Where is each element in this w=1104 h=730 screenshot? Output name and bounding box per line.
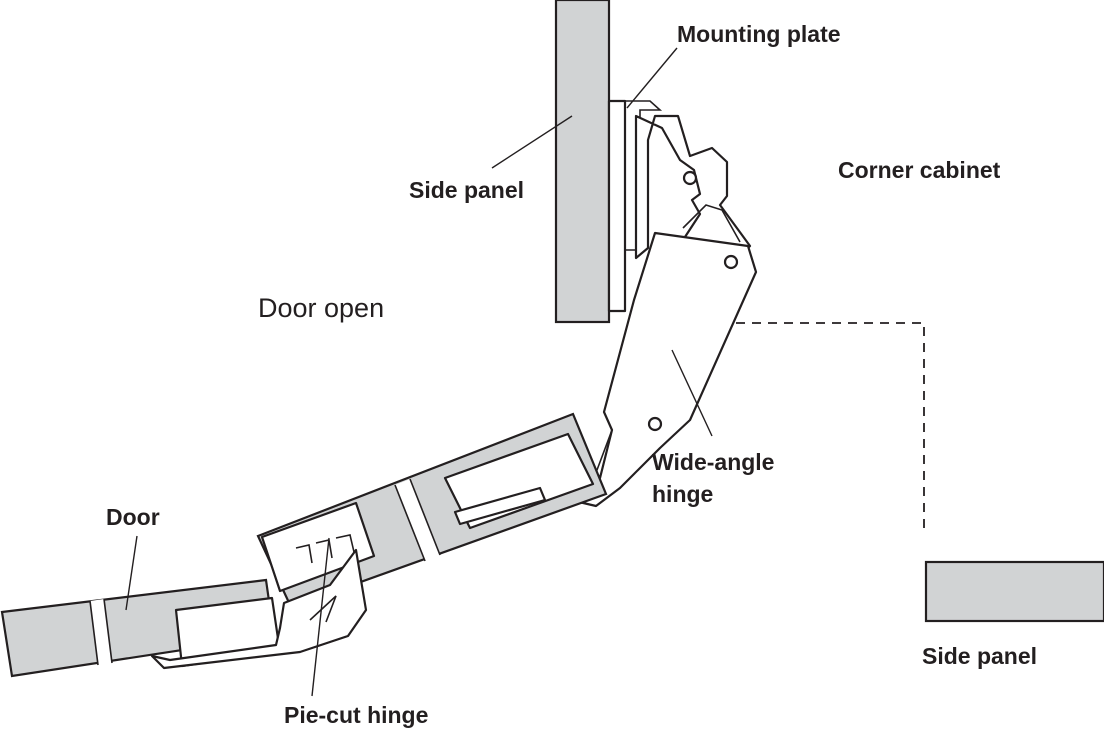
hinge-arm — [634, 114, 752, 260]
wide-angle-hinge — [543, 231, 758, 508]
label-side-panel-bottom: Side panel — [922, 643, 1037, 669]
pie-cut-hinge — [150, 548, 368, 670]
label-mounting-plate: Mounting plate — [677, 21, 841, 47]
label-door: Door — [106, 504, 160, 530]
leader-wide-angle-hinge — [671, 349, 713, 437]
hinge-rivet-upper — [723, 254, 739, 270]
label-corner-cabinet: Corner cabinet — [838, 157, 1001, 183]
leader-door — [125, 535, 138, 611]
label-wide-angle-hinge-2: hinge — [652, 481, 713, 507]
corner-cabinet-outline — [640, 322, 925, 530]
label-side-panel-top: Side panel — [409, 177, 524, 203]
pie-cut-hinge-detail — [309, 595, 337, 623]
door-segment-middle — [256, 412, 608, 609]
hinge-rivet-lower — [647, 416, 663, 432]
door-segment-left — [0, 578, 282, 678]
leader-pie-cut-hinge — [311, 537, 330, 697]
leader-mounting-plate — [626, 47, 678, 109]
arm-rivet — [682, 170, 698, 186]
label-pie-cut-hinge: Pie-cut hinge — [284, 702, 428, 728]
mounting-plate — [607, 99, 627, 313]
leader-side-panel-top — [491, 115, 573, 169]
side-panel-top — [554, 0, 611, 324]
label-wide-angle-hinge-1: Wide-angle — [652, 449, 774, 475]
arm-link — [682, 204, 741, 243]
label-door-open: Door open — [258, 293, 384, 323]
side-panel-bottom — [924, 560, 1104, 623]
